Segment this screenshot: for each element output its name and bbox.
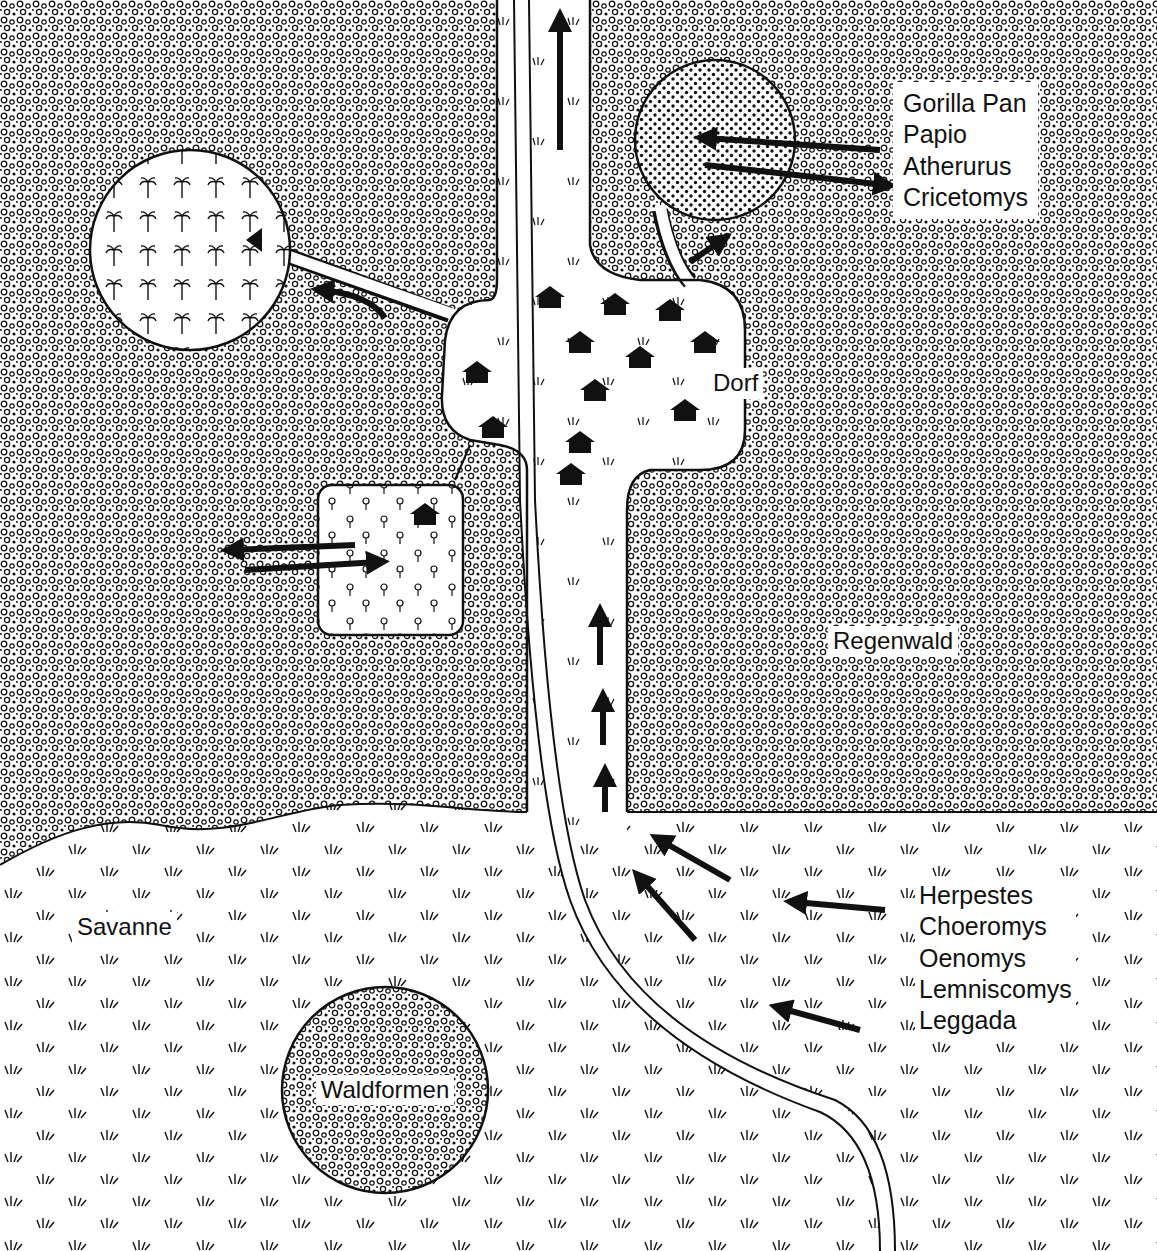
region-label: Dorf <box>708 368 763 399</box>
species-box: Gorilla Pan Papio Atherurus Cricetomys <box>893 82 1038 219</box>
region-label: Regenwald <box>828 626 958 657</box>
rainforest-region: Regenwald Dorf Gorilla Pan Papio Atherurus… <box>0 0 1157 812</box>
region-label: Waldformen <box>316 1075 454 1106</box>
village-area: Dorf <box>440 250 780 470</box>
species-list: Gorilla Pan Papio Atherurus Cricetomys <box>893 82 1038 219</box>
village-outline <box>440 250 780 470</box>
forest-island-circle: Waldformen <box>280 985 490 1195</box>
region-label: Savanne <box>72 912 177 943</box>
species-list: Herpestes Choeromys Oenomys Lemniscomys … <box>915 878 1076 1038</box>
